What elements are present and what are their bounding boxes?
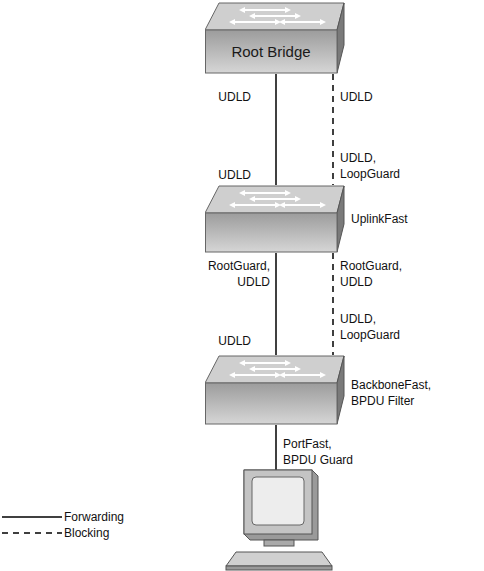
port-feature: UDLD xyxy=(340,89,410,105)
switch-node: UplinkFast xyxy=(205,185,345,253)
legend-sample xyxy=(2,532,62,534)
link-line xyxy=(275,74,277,185)
pc-icon xyxy=(226,470,332,570)
legend-sample xyxy=(2,516,62,518)
port-feature: RootGuard, UDLD xyxy=(188,258,270,290)
port-feature: UDLD xyxy=(181,89,251,105)
port-feature: UDLD xyxy=(181,333,251,349)
port-feature: UDLD xyxy=(181,167,251,183)
pc-link xyxy=(275,425,277,470)
switch-node: BackboneFast, BPDU Filter xyxy=(205,355,345,425)
link-line xyxy=(332,74,334,185)
switch-icon xyxy=(205,2,345,74)
port-feature: PortFast, BPDU Guard xyxy=(283,436,365,468)
feature-note: BackboneFast, BPDU Filter xyxy=(351,377,443,409)
legend-text: Blocking xyxy=(64,525,109,541)
feature-note: UplinkFast xyxy=(351,211,441,227)
port-feature: UDLD, LoopGuard xyxy=(340,311,412,343)
switch-node: Root Bridge xyxy=(205,2,345,74)
link-line xyxy=(332,253,334,355)
link-line xyxy=(275,253,277,355)
port-feature: UDLD, LoopGuard xyxy=(340,150,412,182)
switch-icon xyxy=(205,355,345,425)
switch-icon xyxy=(205,185,345,253)
port-feature: RootGuard, UDLD xyxy=(340,258,422,290)
switch-name: Root Bridge xyxy=(205,43,337,61)
legend-text: Forwarding xyxy=(64,509,124,525)
